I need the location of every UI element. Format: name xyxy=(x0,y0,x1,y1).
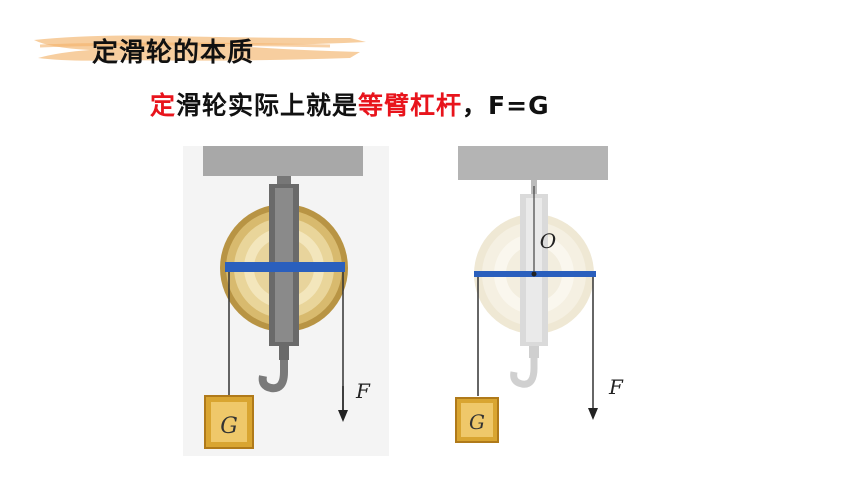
fulcrum-point xyxy=(531,271,537,277)
page-title: 定滑轮的本质 xyxy=(92,38,255,68)
hook xyxy=(510,358,538,388)
statement-red-fixed: 定 xyxy=(150,91,177,120)
force-arrow xyxy=(338,410,348,422)
lever-arm xyxy=(225,262,345,272)
weight-label: G xyxy=(469,410,485,434)
ceiling-beam xyxy=(458,146,608,180)
brush-stroke-decoration xyxy=(34,35,366,61)
statement-end: ，F=G xyxy=(462,91,550,120)
fulcrum-label: O xyxy=(540,229,556,253)
weight-label: G xyxy=(220,414,238,439)
title-banner: 定滑轮的本质 xyxy=(30,22,370,74)
force-arrow xyxy=(588,408,598,420)
statement-middle: 滑轮实际上就是 xyxy=(176,91,359,120)
statement-red-lever: 等臂杠杆 xyxy=(358,91,463,120)
fixed-pulley-figure: G F xyxy=(183,146,389,456)
lever-model-figure: O G F xyxy=(438,146,662,446)
hook xyxy=(258,360,288,393)
force-label: F xyxy=(608,375,624,399)
ceiling-beam xyxy=(203,146,363,176)
statement-line: 定滑轮实际上就是等臂杠杆，F=G xyxy=(150,86,550,122)
force-label: F xyxy=(355,379,371,403)
